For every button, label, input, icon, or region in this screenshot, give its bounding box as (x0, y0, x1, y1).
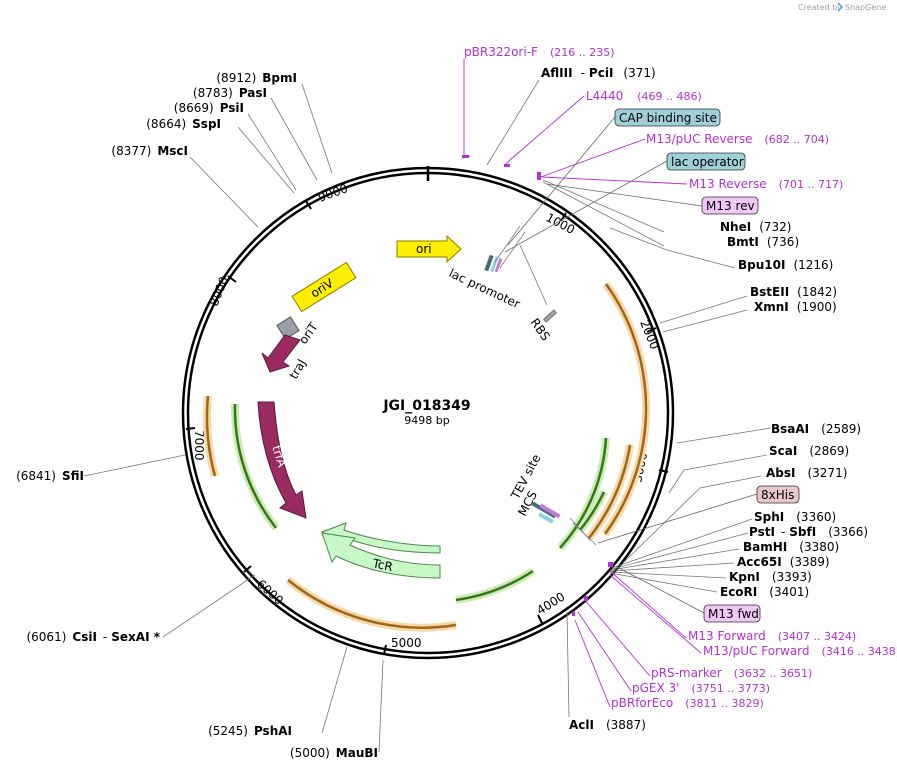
enzyme-msci: (8377)MscI (111, 144, 188, 158)
enzyme-acli: AclI(3887) (569, 718, 646, 732)
tick-label-5000: 5000 (391, 636, 422, 650)
primer-m13-forward: M13 Forward(3407 .. 3424) (688, 629, 856, 643)
enzyme-scai: ScaI(2869) (769, 444, 849, 458)
enzyme-afliii: AflIII-PciI(371) (541, 66, 656, 80)
svg-text:CAP binding site: CAP binding site (619, 111, 717, 125)
primer-l4440: L4440(469 .. 486) (586, 89, 702, 103)
enzyme-csii: (6061)CsiI-SexAI * (26, 630, 160, 644)
traJ-feature (261, 334, 301, 373)
tick-label-8000: 8000 (207, 275, 231, 309)
enzyme-pasi: (8783)PasI (193, 86, 267, 100)
mcs-glyphs (531, 501, 561, 524)
enzyme-sfii: (6841)SfiI (16, 469, 84, 483)
trfA-feature (257, 401, 307, 519)
enzyme-bsaai: BsaAI(2589) (771, 422, 861, 436)
primer-pgex3: pGEX 3'(3751 .. 3773) (632, 681, 770, 695)
TcR-feature (320, 522, 441, 554)
green-arc-c (455, 569, 534, 602)
TcR-label: TcR (370, 556, 394, 574)
enzyme-bpmi: (8912)BpmI (216, 71, 297, 85)
enzyme-sphi: SphI(3360) (754, 510, 836, 524)
enzyme-bmti: BmtI(736) (727, 235, 799, 249)
plasmid-size: 9498 bp (404, 414, 449, 427)
primer-prs-marker: pRS-marker(3632 .. 3651) (651, 666, 812, 680)
enzyme-nhei: NheI(732) (720, 220, 791, 234)
enzyme-pshai: (5245)PshAI (208, 724, 292, 738)
enzyme-xmni: XmnI(1900) (754, 300, 837, 314)
box-m13-fwd: M13 fwd (703, 604, 761, 623)
primer-pbrforeco: pBRforEco(3811 .. 3829) (611, 696, 764, 710)
enzyme-bamhi: BamHI(3380) (743, 540, 839, 554)
enzyme-sspi: (8664)SspI (146, 117, 221, 131)
box-lac-operator: lac operator (666, 152, 746, 171)
box-m13-rev: M13 rev (701, 196, 759, 215)
svg-text:lac operator: lac operator (671, 155, 744, 169)
enzyme-kpni: KpnI(3393) (729, 570, 812, 584)
brand-credit: Created by (798, 3, 842, 12)
brand-name: SnapGene (845, 3, 886, 12)
orange-arc-small (588, 444, 632, 539)
orange-arc-right (603, 283, 648, 535)
lac-promoter-label: lac promoter (447, 266, 523, 311)
oriT-label: oriT (296, 319, 321, 346)
TcR-arrow (321, 532, 441, 579)
enzyme-ecori: EcoRI(3401) (720, 585, 809, 599)
primer-m13-reverse: M13 Reverse(701 .. 717) (689, 177, 843, 191)
RBS-glyph (543, 309, 557, 323)
ori-feature (396, 234, 462, 264)
ori-label: ori (416, 242, 432, 256)
tick-label-4000: 4000 (534, 589, 567, 617)
oriT-feature (276, 316, 300, 340)
enzyme-psii: (8669)PsiI (174, 101, 244, 115)
enzyme-bsteii: BstEII(1842) (750, 285, 837, 299)
svg-text:M13 rev: M13 rev (706, 199, 755, 213)
svg-text:M13 fwd: M13 fwd (708, 607, 759, 621)
lac-glyphs (484, 254, 503, 273)
primer-m13puc-fwd: M13/pUC Forward(3416 .. 3438) (703, 644, 897, 658)
plasmid-name: JGI_018349 (382, 398, 470, 414)
trfA-label: trfA (269, 444, 289, 470)
oriV-feature (291, 261, 357, 313)
primer-ticks (462, 155, 613, 616)
tick-label-9000: 9000 (316, 181, 349, 205)
box-leaders (504, 116, 758, 614)
traJ-label: traJ (286, 357, 308, 382)
green-arc-a (559, 437, 608, 549)
snapgene-logo-icon (837, 2, 844, 12)
green-arc-left (233, 403, 277, 529)
enzyme-bpu10i: Bpu10I(1216) (738, 258, 833, 272)
green-arc-c-halo (455, 567, 536, 604)
enzyme-absi: AbsI(3271) (766, 466, 847, 480)
enzyme-maubi: (5000)MauBI (290, 746, 378, 760)
enzyme-acc65i: Acc65I(3389) (737, 555, 830, 569)
box-8xhis: 8xHis (756, 485, 800, 504)
enzyme-psti: PstI-SbfI(3366) (749, 525, 868, 539)
orange-arc-bottom (287, 579, 457, 629)
orange-arc-left (205, 395, 217, 477)
primer-m13puc-rev: M13/pUC Reverse(682 .. 704) (646, 132, 829, 146)
tick-label-7000: 7000 (192, 430, 206, 461)
box-cap-binding-site: CAP binding site (614, 108, 721, 127)
primer-pbr322: pBR322ori-F(216 .. 235) (464, 45, 615, 59)
svg-text:8xHis: 8xHis (761, 488, 794, 502)
leader-lines (83, 79, 772, 753)
